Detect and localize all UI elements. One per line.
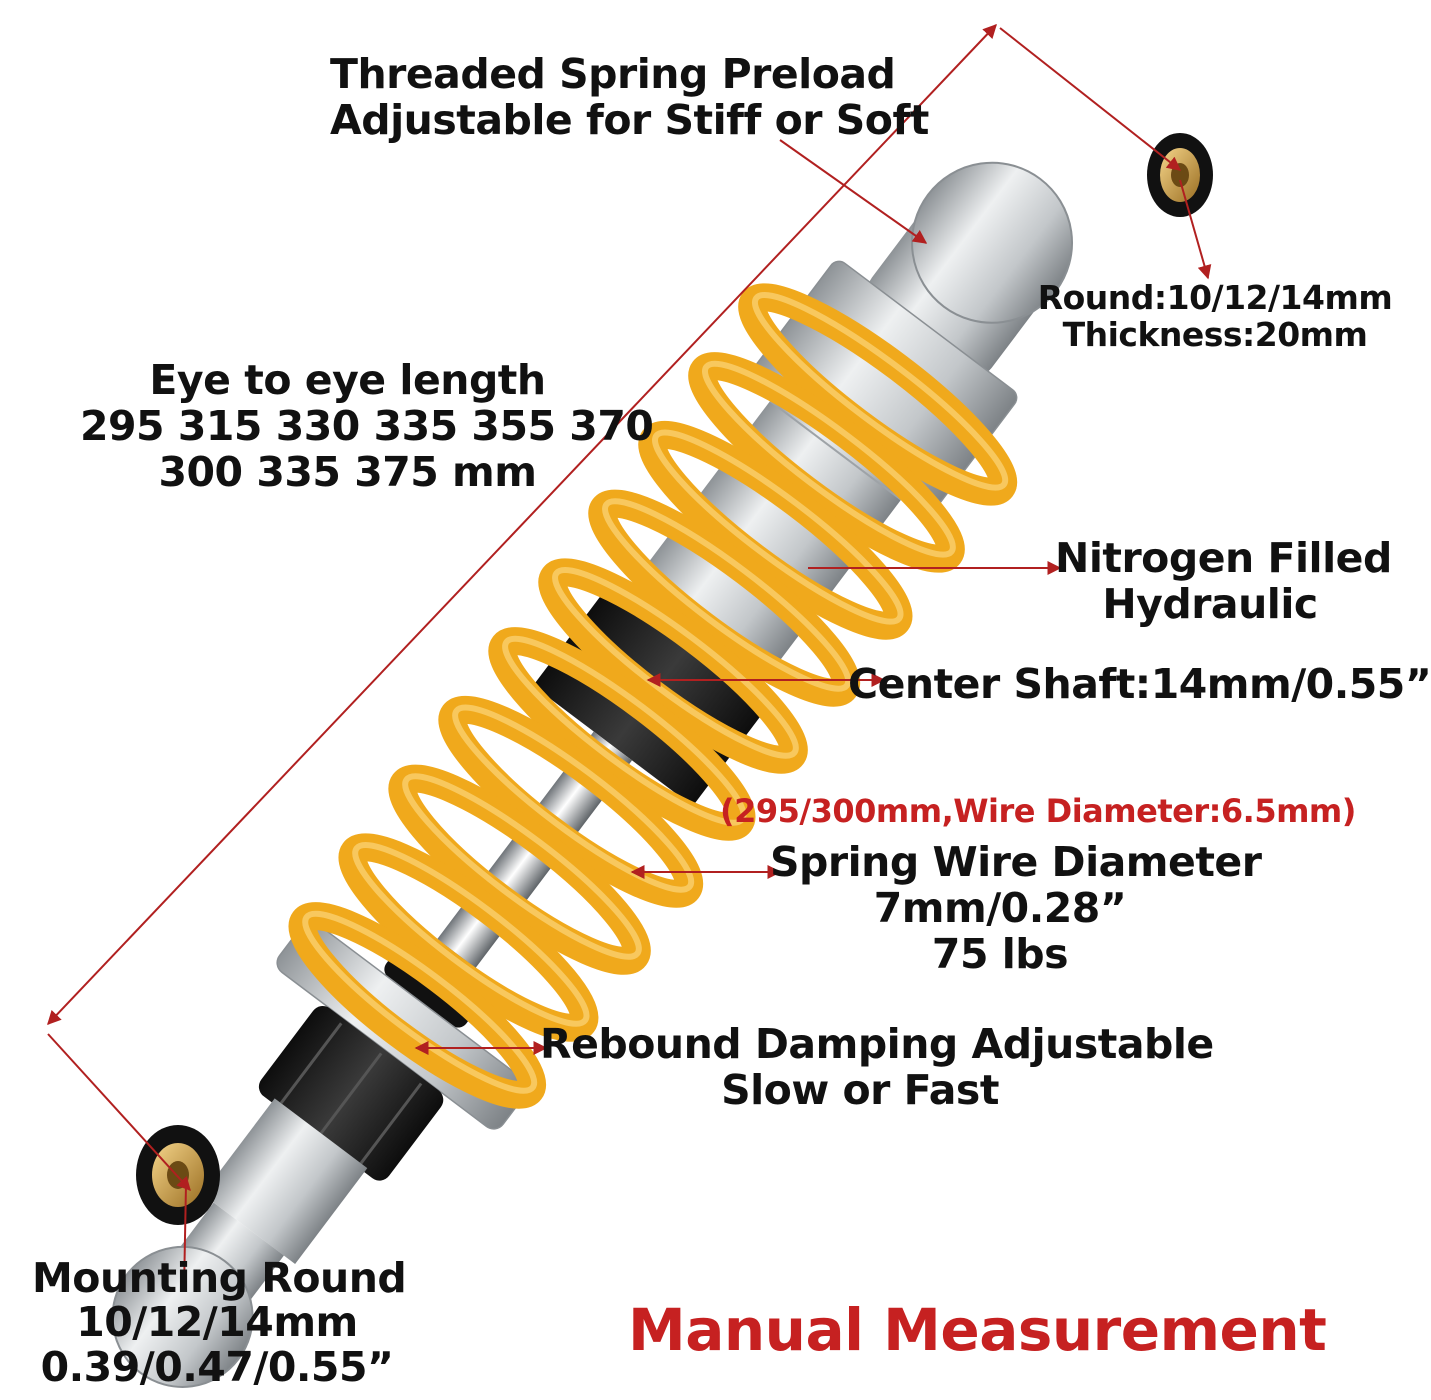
center-shaft-label: Center Shaft:14mm/0.55” xyxy=(848,660,1431,708)
mounting-imperial: 0.39/0.47/0.55” xyxy=(40,1342,394,1391)
top-eye-round: Round:10/12/14mm xyxy=(1037,278,1393,317)
top-eye-label: Round:10/12/14mm Thickness:20mm xyxy=(1030,278,1400,354)
eye-to-eye-label: Eye to eye length 295 315 330 335 355 37… xyxy=(80,356,654,496)
nitrogen-label: Nitrogen Filled Hydraulic xyxy=(1055,534,1392,628)
eye-to-eye-arrow xyxy=(47,23,997,1026)
manual-measurement-title: Manual Measurement xyxy=(628,1296,1327,1364)
spring-wire-label: Spring Wire Diameter 7mm/0.28” 75 lbs xyxy=(770,838,1262,978)
mounting-arrow xyxy=(183,1184,187,1291)
spring-wire-size: 7mm/0.28” xyxy=(873,883,1127,932)
eye-to-eye-title: Eye to eye length xyxy=(149,356,546,404)
top-eye-thickness: Thickness:20mm xyxy=(1062,314,1368,354)
wire-diameter-note: (295/300mm,Wire Diameter:6.5mm) xyxy=(720,792,1356,830)
spring-wire-title: Spring Wire Diameter xyxy=(770,838,1262,886)
top-eye-bushing xyxy=(1147,133,1213,217)
spring-wire-rate: 75 lbs xyxy=(931,929,1069,978)
preload-top-arrow xyxy=(999,27,1182,171)
bottom-eye-arrow xyxy=(47,1033,191,1192)
nitrogen-line-1: Nitrogen Filled xyxy=(1055,534,1392,582)
mounting-label: Mounting Round 10/12/14mm 0.39/0.47/0.55… xyxy=(32,1254,407,1391)
rebound-label: Rebound Damping Adjustable Slow or Fast xyxy=(540,1020,1214,1114)
nitrogen-line-2: Hydraulic xyxy=(1102,579,1318,628)
shock-absorber-illustration xyxy=(47,23,1213,1388)
center-shaft-text: Center Shaft:14mm/0.55” xyxy=(848,660,1431,708)
footer-text: Manual Measurement xyxy=(628,1296,1327,1364)
wire-note-text: (295/300mm,Wire Diameter:6.5mm) xyxy=(720,792,1356,830)
eye-to-eye-values-2: 300 335 375 mm xyxy=(158,447,537,496)
preload-pointer-arrow xyxy=(779,139,928,244)
bottom-eye-bushing xyxy=(136,1125,220,1225)
top-eye-arrow xyxy=(1179,179,1212,280)
rebound-line-2: Slow or Fast xyxy=(721,1065,999,1114)
preload-label: Threaded Spring Preload Adjustable for S… xyxy=(330,50,929,144)
preload-line-1: Threaded Spring Preload xyxy=(330,50,896,98)
mounting-metric: 10/12/14mm xyxy=(76,1298,358,1347)
mounting-title: Mounting Round xyxy=(32,1254,407,1302)
preload-line-2: Adjustable for Stiff or Soft xyxy=(330,95,929,144)
rebound-line-1: Rebound Damping Adjustable xyxy=(540,1020,1214,1068)
product-diagram: Threaded Spring Preload Adjustable for S… xyxy=(32,23,1431,1391)
eye-to-eye-values-1: 295 315 330 335 355 370 xyxy=(80,401,654,450)
